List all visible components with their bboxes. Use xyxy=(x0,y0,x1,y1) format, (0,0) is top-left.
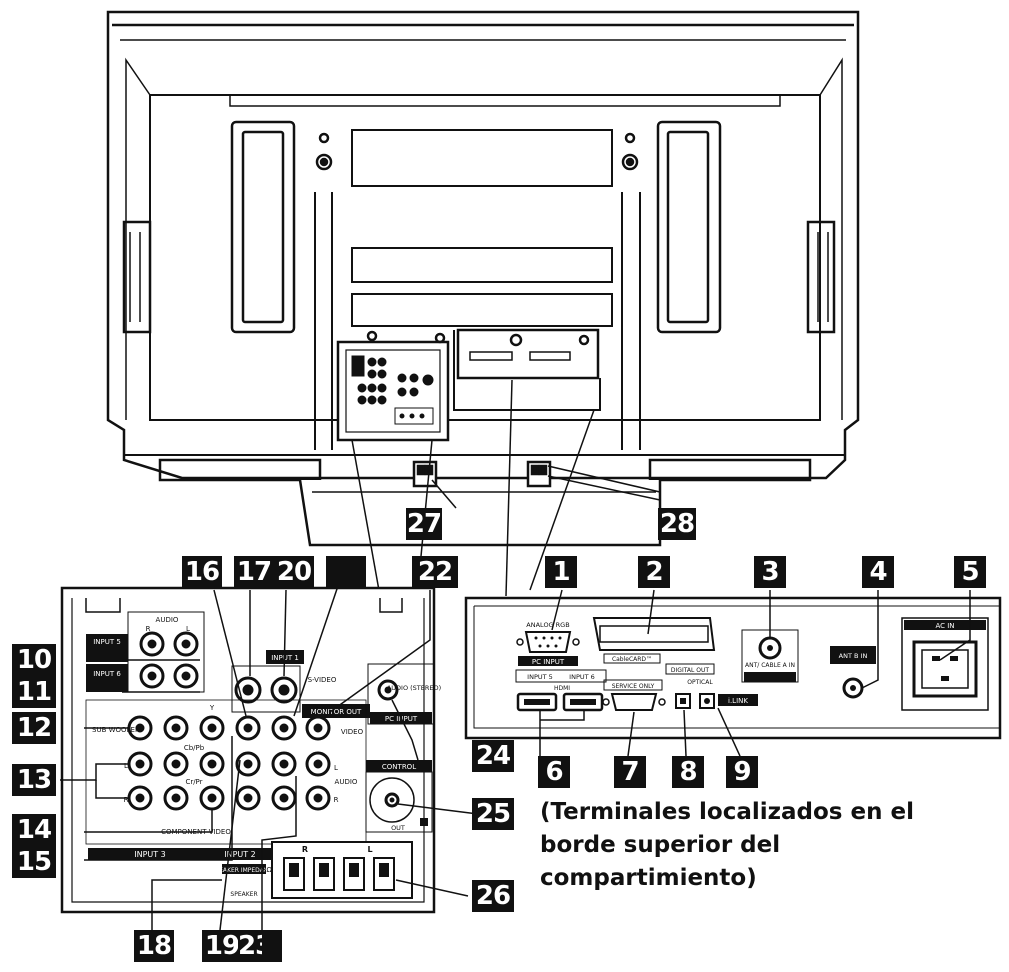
impedance-ohm-label: 8Ω xyxy=(262,866,272,874)
callout-19: 19 xyxy=(202,930,242,962)
callout-5: 5 xyxy=(954,556,986,588)
callout-3: 3 xyxy=(754,556,786,588)
sub-woofer-label: SUB WOOFER xyxy=(92,726,140,734)
monitor-out-label: MONITOR OUT xyxy=(311,708,362,716)
speaker-l-label: L xyxy=(367,845,372,854)
control-label: CONTROL xyxy=(382,763,416,771)
callout-22: 22 xyxy=(412,556,458,588)
callout-9: 9 xyxy=(726,756,758,788)
left-terminal-panel: INPUT 5 INPUT 6 AUDIO R L xyxy=(60,586,441,914)
callout-26: 26 xyxy=(472,880,514,912)
input2-label: INPUT 2 xyxy=(224,850,256,859)
callout-16: 16 xyxy=(182,556,222,588)
callout-27: 27 xyxy=(406,508,442,540)
callout-17: 17 xyxy=(234,556,274,588)
cb-pb-label: Cb/Pb xyxy=(184,744,205,752)
callout-2: 2 xyxy=(638,556,670,588)
callout-10: 10 xyxy=(12,644,56,676)
callout-18: 18 xyxy=(134,930,174,962)
terminal-location-caption: (Terminales localizados en el borde supe… xyxy=(540,796,920,895)
callout-13: 13 xyxy=(12,764,56,796)
monitor-audio-label: AUDIO xyxy=(335,778,358,786)
comp-l-label: L xyxy=(124,762,128,770)
ant-cable-a-label: ANT/ CABLE A IN xyxy=(745,662,795,669)
video-label: VIDEO xyxy=(341,728,364,736)
hdmi-input5-label: INPUT 5 xyxy=(527,673,553,681)
audio-l-label: L xyxy=(186,625,190,633)
left-input5-label: INPUT 5 xyxy=(93,638,121,646)
callout-21 xyxy=(326,556,366,588)
callout-1: 1 xyxy=(545,556,577,588)
audio-r-label: R xyxy=(146,625,151,633)
right-terminal-panel: ANALOG RGB PC INPUT CableCARD™ INPUT 5 I… xyxy=(464,596,1002,740)
callout-15: 15 xyxy=(12,846,56,878)
analog-rgb-label: ANALOG RGB xyxy=(526,621,569,629)
callout-7: 7 xyxy=(614,756,646,788)
caption-line-3: compartimiento) xyxy=(540,865,757,891)
callout-8: 8 xyxy=(672,756,704,788)
caption-line-2: borde superior del xyxy=(540,832,781,858)
callout-14: 14 xyxy=(12,814,56,846)
monitor-r-label: R xyxy=(334,796,339,804)
callout-12: 12 xyxy=(12,712,56,744)
hdmi-label: HDMI xyxy=(554,685,570,692)
callout-23b xyxy=(262,930,282,962)
cablecard-label: CableCARD™ xyxy=(612,656,652,663)
monitor-l-label: L xyxy=(334,764,338,772)
callout-28: 28 xyxy=(658,508,696,540)
y-label: Y xyxy=(209,704,215,712)
left-leaders xyxy=(60,579,479,931)
speaker-label: SPEAKER xyxy=(230,891,257,898)
caption-line-1: (Terminales localizados en el xyxy=(540,799,914,825)
ilink-label: i.LINK xyxy=(728,697,748,705)
callout-25: 25 xyxy=(472,798,514,830)
audio-stereo-label: AUDIO (STEREO) xyxy=(387,684,441,692)
hdmi-input6-label: INPUT 6 xyxy=(569,673,595,681)
tv-rear-view xyxy=(106,10,860,547)
input3-label: INPUT 3 xyxy=(134,850,166,859)
jacks xyxy=(127,631,415,823)
cr-pr-label: Cr/Pr xyxy=(185,778,202,786)
digital-out-label: DIGITAL OUT xyxy=(671,667,709,674)
callout-6: 6 xyxy=(538,756,570,788)
speaker-impedance-label: SPEAKER IMPEDANCE xyxy=(212,867,277,874)
s-video-label: S-VIDEO xyxy=(308,676,337,684)
audio-label: AUDIO xyxy=(156,616,179,624)
comp-r-label: R xyxy=(124,796,129,804)
control-out-label: OUT xyxy=(391,824,405,832)
right-leaders xyxy=(539,589,971,757)
callout-20: 20 xyxy=(274,556,314,588)
ac-in-label: AC IN xyxy=(935,622,954,630)
optical-label: OPTICAL xyxy=(687,679,713,686)
callout-24: 24 xyxy=(472,740,514,772)
service-only-label: SERVICE ONLY xyxy=(612,683,655,690)
ant-b-label: ANT B IN xyxy=(839,652,868,660)
speaker-r-label: R xyxy=(302,845,308,854)
callout-11: 11 xyxy=(12,676,56,708)
callout-4: 4 xyxy=(862,556,894,588)
left-input6-label: INPUT 6 xyxy=(93,670,121,678)
right-pc-input-label: PC INPUT xyxy=(532,658,565,666)
